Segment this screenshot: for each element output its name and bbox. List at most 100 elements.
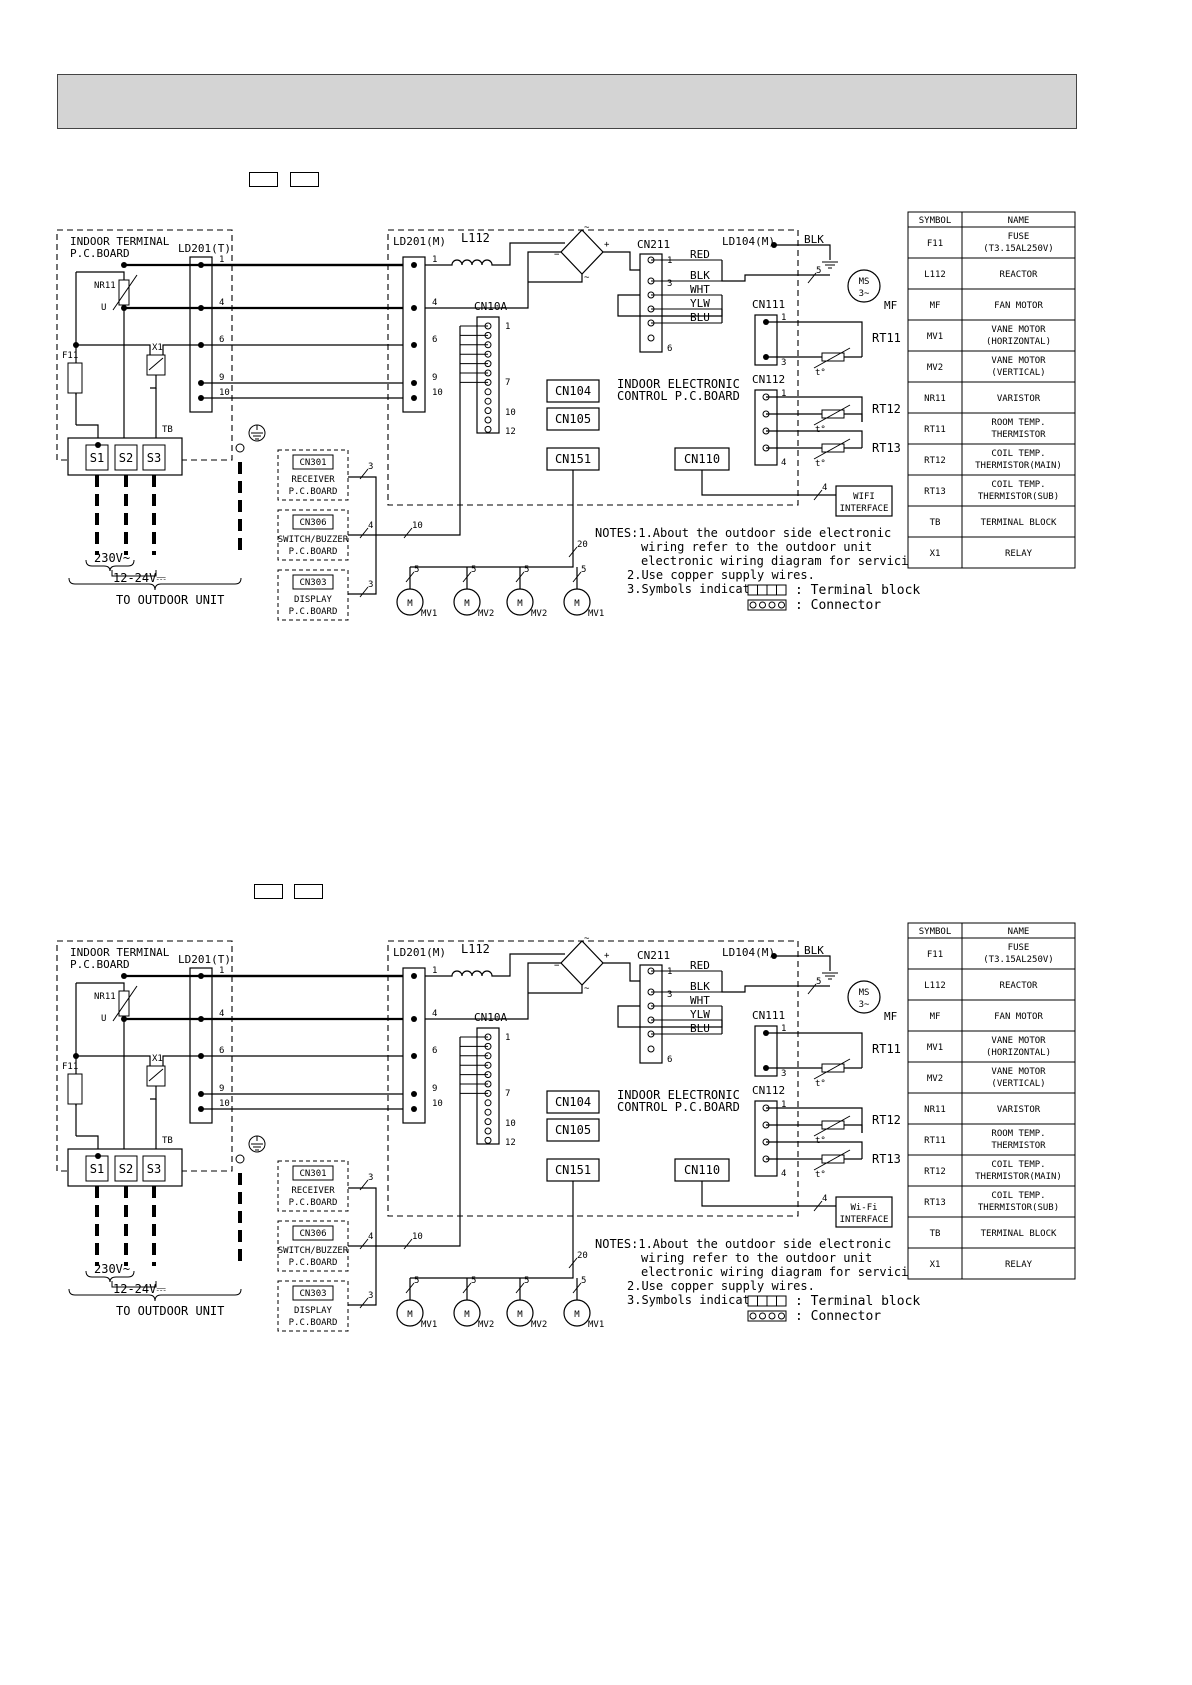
mf-label: MF [884,299,897,312]
wire-count: 5 [581,1276,586,1286]
legend-row [907,350,1076,383]
rt11-label: RT11 [872,331,901,345]
legend-symbol: TB [930,1229,941,1239]
ld201t-label: LD201(T) [178,242,231,255]
pin-number: 10 [432,1099,443,1109]
model-tag-box [249,172,278,187]
wire-count-mark [813,489,823,501]
legend-name: VANE MOTOR(HORIZONTAL) [986,325,1051,347]
legend-row [907,1185,1076,1218]
nr11-label: NR11 [94,281,116,291]
bridge-ac: ~ [584,934,590,944]
legend-name: VANE MOTOR(VERTICAL) [991,1067,1046,1089]
pin-number: 10 [505,408,516,418]
thermistor-mark [813,1115,851,1137]
wire-count: 5 [471,1276,476,1286]
nr11-label: NR11 [94,992,116,1002]
temp-symbol: t° [815,459,826,469]
cn10a-label: CN10A [474,1011,507,1024]
wire-color-blk: BLK [690,980,710,993]
bridge-ac: ~ [584,273,590,283]
cn303-box [292,1285,334,1301]
brace [111,570,157,577]
legend-row [907,937,1076,970]
cn10a-pin [484,1099,492,1107]
connector-symbol-pin [759,601,766,609]
cn211-pin [647,334,655,342]
reactor-l112 [425,953,565,977]
pin-number: 1 [219,966,224,976]
legend-symbol: X1 [930,549,941,559]
note-line-1: NOTES:1.About the outdoor side electroni… [595,1237,891,1251]
terminal-label: S1 [90,451,104,465]
wire-count: 4 [368,521,373,531]
pin-number: 4 [432,298,437,308]
wire [774,955,831,971]
connector-symbol-pin [778,601,785,609]
legend-name: COIL TEMP.THERMISTOR(MAIN) [975,1160,1062,1182]
legend-symbol: L112 [924,270,946,280]
wifi-interface-box [835,1196,893,1228]
wifi-interface-box [835,485,893,517]
wire [701,1181,836,1207]
legend-name: COIL TEMP.THERMISTOR(SUB) [978,1191,1059,1213]
cn306-label: CN306 [299,1229,326,1239]
vane-motor-mv2 [506,1299,534,1327]
legend-name: RELAY [1005,549,1033,559]
cn301-label: CN301 [299,1169,326,1179]
wire-count-mark [807,983,817,995]
wire-count: 5 [414,1276,419,1286]
wire-count: 5 [471,565,476,575]
motor-label: MV2 [531,1320,547,1330]
wire-color-ylw: YLW [690,1008,710,1021]
legend-name: COIL TEMP.THERMISTOR(SUB) [978,480,1059,502]
wire-color-red: RED [690,959,710,972]
legend-name: RELAY [1005,1260,1033,1270]
wire-count-mark [515,1282,525,1294]
legend-row [907,1092,1076,1125]
legend-symbol: RT13 [924,487,946,497]
wire-count-mark [568,546,578,558]
temp-symbol: t° [815,368,826,378]
ld201t-label: LD201(T) [178,953,231,966]
cn10a-pin [484,388,492,396]
wire [766,396,863,422]
thermistor-mark [813,438,851,460]
connector-symbol [747,599,787,611]
l112-label: L112 [461,942,490,956]
cn211-label: CN211 [637,238,670,251]
pin-number: 10 [432,388,443,398]
legend-name: ROOM TEMP.THERMISTOR [991,418,1046,440]
note-line-2: wiring refer to the outdoor unit [641,540,872,554]
wire [76,271,125,280]
legend-row [907,1154,1076,1187]
wire [76,982,125,991]
legend-header-name: NAME [1008,927,1030,937]
wire-color-blu: BLU [690,1022,710,1035]
legend-symbol: MV2 [927,363,943,373]
legend-symbol: F11 [927,950,943,960]
pin-number: 4 [219,298,224,308]
temp-symbol: t° [815,1079,826,1089]
cn211-connector [639,253,663,353]
pin-number: 10 [505,1119,516,1129]
legend-header-name: NAME [1008,216,1030,226]
note-line-5: 3.Symbols indicate. [627,1293,764,1307]
wire [844,1124,863,1133]
model-tag-box [290,172,319,187]
terminal-label: S1 [90,1162,104,1176]
wire [766,1107,863,1133]
vane-motor-mv1 [563,588,591,616]
legend-name: ROOM TEMP.THERMISTOR [991,1129,1046,1151]
varistor-nr11 [118,279,130,306]
terminal-label: S3 [147,1162,161,1176]
wire-count: 5 [816,977,821,987]
connector-legend: : Connector [795,598,881,613]
ld201m-label: LD201(M) [393,946,446,959]
motor-label: MV1 [421,1320,437,1330]
wire-count-mark [359,586,369,598]
cn104-connector [546,379,600,403]
